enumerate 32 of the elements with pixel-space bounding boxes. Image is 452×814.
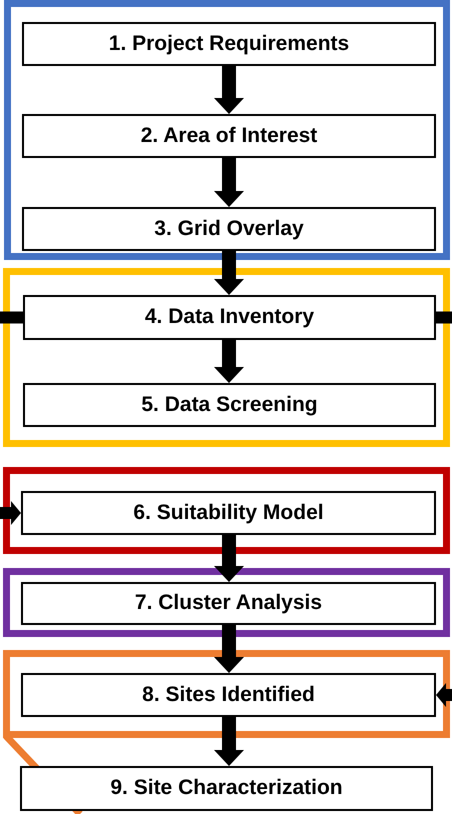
process-box	[21, 673, 436, 717]
process-box	[23, 295, 436, 340]
arrow	[0, 501, 21, 525]
step-label: 7. Cluster Analysis	[134, 590, 322, 616]
process-box	[22, 207, 436, 251]
arrow	[436, 683, 452, 707]
step-label: 4. Data Inventory	[144, 304, 314, 330]
step-label: 2. Area of Interest	[140, 122, 318, 149]
process-box	[22, 114, 436, 158]
step-label: 9. Site Characterization	[110, 775, 343, 802]
process-box	[21, 491, 436, 535]
arrow	[214, 717, 244, 766]
arrow	[214, 158, 244, 207]
arrow	[214, 251, 244, 295]
process-box	[21, 582, 436, 625]
step-label: 5. Data Screening	[141, 392, 318, 418]
group-frame	[3, 467, 450, 554]
process-box	[20, 766, 433, 811]
process-box	[23, 383, 436, 427]
group-frame	[4, 0, 450, 260]
arrow	[214, 535, 244, 582]
step-label: 8. Sites Identified	[142, 682, 315, 708]
group-frame	[3, 268, 450, 447]
step-label: 3. Grid Overlay	[154, 216, 304, 242]
arrow	[214, 625, 244, 673]
process-box	[22, 22, 436, 66]
group-frame	[3, 568, 450, 637]
step-label: 1. Project Requirements	[108, 30, 350, 57]
arrow	[214, 66, 244, 114]
group-frame	[3, 650, 450, 738]
arrow	[214, 340, 244, 383]
step-label: 6. Suitability Model	[133, 500, 324, 526]
